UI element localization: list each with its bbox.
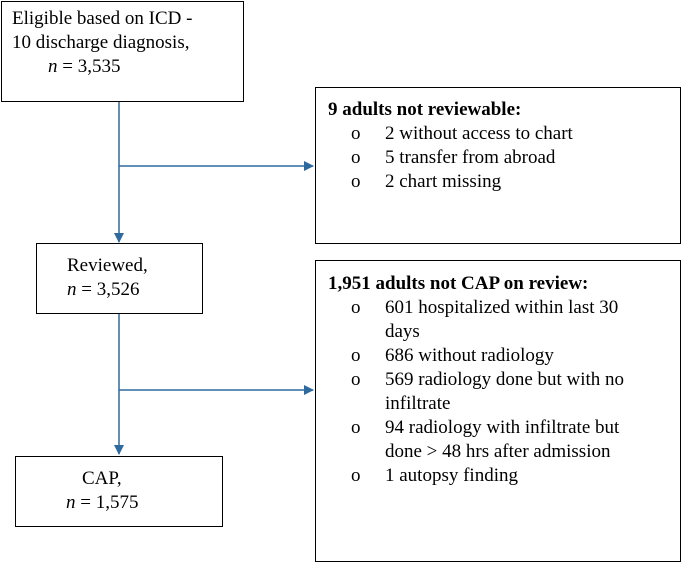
eligible-line2: 10 discharge diagnosis, xyxy=(12,32,190,53)
bullet-glyph: o xyxy=(351,345,361,366)
bullet-glyph: o xyxy=(351,171,361,192)
bullet-glyph: o xyxy=(351,123,361,144)
reviewed-box: Reviewed, n = 3,526 xyxy=(36,243,203,314)
not-reviewable-title: 9 adults not reviewable: xyxy=(328,99,522,120)
reviewed-line1: Reviewed, xyxy=(67,255,148,276)
reviewed-n-symbol: n xyxy=(67,279,77,300)
bullet-glyph: o xyxy=(351,297,361,318)
eligible-count: n = 3,535 xyxy=(12,55,243,79)
eligible-line1: Eligible based on ICD - xyxy=(12,8,193,29)
eligible-box: Eligible based on ICD - 10 discharge dia… xyxy=(1,1,244,102)
bullet-glyph: o xyxy=(351,369,361,390)
cap-n-symbol: n xyxy=(66,492,76,513)
cap-count: n = 1,575 xyxy=(66,491,222,515)
bullet-glyph: o xyxy=(351,147,361,168)
bullet-glyph: o xyxy=(351,417,361,438)
eligible-n-symbol: n xyxy=(48,56,58,77)
bullet-glyph: o xyxy=(351,465,361,486)
cap-box: CAP, n = 1,575 xyxy=(15,456,223,527)
reviewed-count: n = 3,526 xyxy=(67,278,202,302)
reviewed-n-value: = 3,526 xyxy=(76,279,140,300)
not-cap-title: 1,951 adults not CAP on review: xyxy=(328,273,589,294)
cap-n-value: = 1,575 xyxy=(75,492,139,513)
cap-line1: CAP, xyxy=(82,468,122,489)
eligible-n-value: = 3,535 xyxy=(57,56,121,77)
